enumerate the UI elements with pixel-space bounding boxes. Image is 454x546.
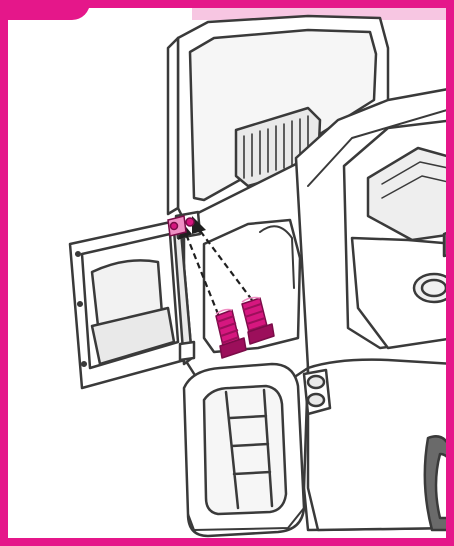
control-knob-icon [304,370,330,414]
fan-disc-icon [414,274,454,302]
assembly-illustration [8,8,454,546]
